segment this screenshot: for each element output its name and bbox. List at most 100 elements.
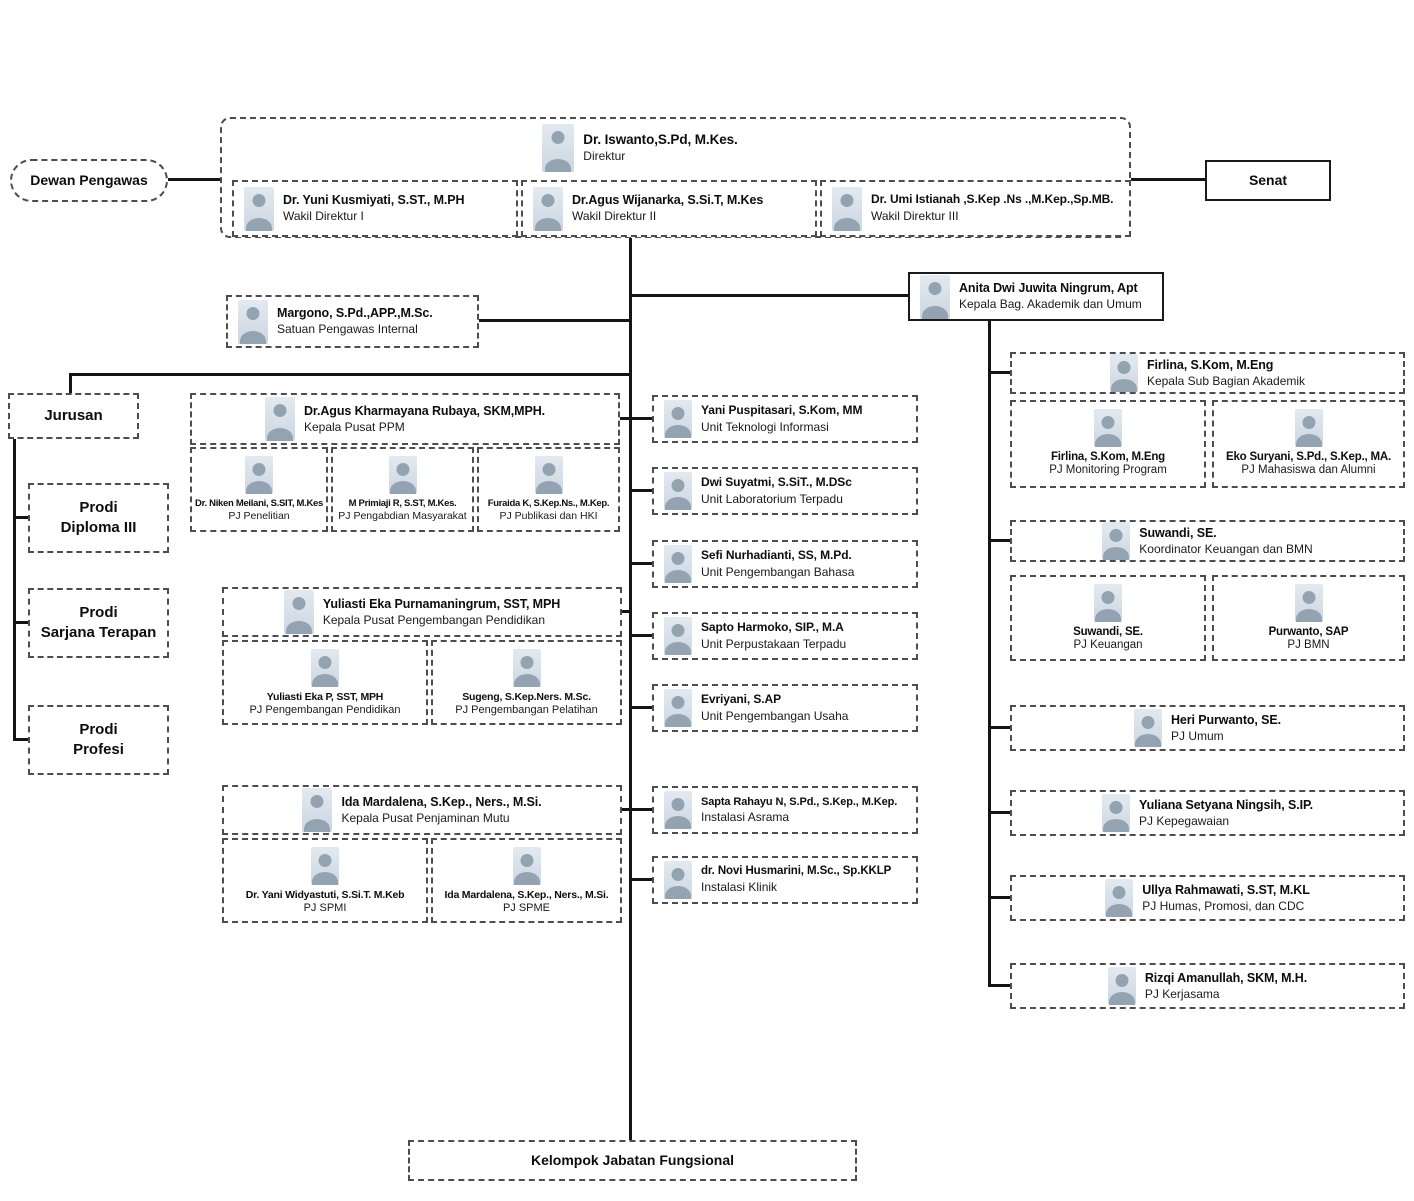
person-photo	[664, 472, 692, 510]
person-photo	[664, 617, 692, 655]
person-role: PJ Kerjasama	[1144, 986, 1220, 1001]
person-name: Margono, S.Pd.,APP.,M.Sc.	[277, 306, 433, 321]
person-photo	[1094, 584, 1122, 622]
connector-line	[13, 516, 28, 519]
node-pj-penelitian: Dr. Niken Meilani, S.SIT, M.Kes PJ Penel…	[190, 447, 328, 532]
person-role: Kepala Pusat PPM	[303, 419, 405, 434]
connector-line	[991, 726, 1010, 729]
prodi-label: Prodi Diploma III	[60, 498, 137, 536]
node-unit-pengembangan-usaha: Evriyani, S.AP Unit Pengembangan Usaha	[652, 684, 918, 732]
person-name: Sapto Harmoko, SIP., M.A	[701, 619, 844, 634]
connector-line	[168, 178, 220, 181]
node-unit-perpustakaan-terpadu: Sapto Harmoko, SIP., M.A Unit Perpustaka…	[652, 612, 918, 660]
person-name: Dr.Agus Wijanarka, S.Si.T, M.Kes	[572, 193, 764, 208]
person-photo	[1105, 879, 1134, 917]
connector-line	[629, 238, 632, 1140]
connector-line	[629, 562, 652, 565]
person-role: Unit Perpustakaan Terpadu	[701, 636, 847, 651]
person-name: Yani Puspitasari, S.Kom, MM	[701, 402, 863, 417]
node-pj-mahasiswa-alumni: Eko Suryani, S.Pd., S.Kep., MA. PJ Mahas…	[1212, 400, 1405, 488]
connector-line	[1131, 178, 1205, 181]
person-photo	[664, 689, 692, 727]
person-role: PJ Kepegawaian	[1139, 813, 1230, 828]
node-pj-humas-promosi-cdc: Ullya Rahmawati, S.ST, M.KL PJ Humas, Pr…	[1010, 875, 1405, 921]
person-role: Unit Pengembangan Bahasa	[701, 564, 855, 579]
person-name: Eko Suryani, S.Pd., S.Kep., MA.	[1225, 451, 1392, 463]
person-role: PJ BMN	[1287, 639, 1330, 651]
person-role: PJ Publikasi dan HKI	[499, 510, 598, 522]
connector-line	[69, 376, 72, 393]
person-name: Firlina, S.Kom, M.Eng	[1050, 451, 1165, 463]
prodi-label: Prodi Sarjana Terapan	[40, 603, 157, 641]
person-role: PJ Umum	[1170, 728, 1224, 743]
node-instalasi-klinik: dr. Novi Husmarini, M.Sc., Sp.KKLP Insta…	[652, 856, 918, 904]
node-pj-publikasi-hki: Furaida K, S.Kep.Ns., M.Kep. PJ Publikas…	[477, 447, 620, 532]
person-photo	[1094, 409, 1122, 447]
person-name: Rizqi Amanullah, SKM, M.H.	[1144, 970, 1308, 985]
node-prodi-profesi: Prodi Profesi	[28, 705, 169, 775]
person-photo	[1294, 584, 1323, 622]
connector-line	[13, 738, 28, 741]
person-role: Wakil Direktur II	[572, 209, 657, 224]
person-photo	[533, 186, 563, 231]
node-pj-pengembangan-pelatihan: Sugeng, S.Kep.Ners. M.Sc. PJ Pengembanga…	[431, 640, 622, 725]
person-name: Heri Purwanto, SE.	[1170, 712, 1282, 727]
person-role: Satuan Pengawas Internal	[277, 322, 418, 337]
person-role: Kepala Bag. Akademik dan Umum	[959, 297, 1142, 312]
node-satuan-pengawas-internal: Margono, S.Pd.,APP.,M.Sc. Satuan Pengawa…	[226, 295, 479, 348]
connector-line	[13, 439, 16, 741]
person-role: Wakil Direktur I	[283, 209, 364, 224]
node-prodi-diploma-iii: Prodi Diploma III	[28, 483, 169, 553]
person-photo	[311, 649, 339, 687]
node-kelompok-jabatan-fungsional: Kelompok Jabatan Fungsional	[408, 1140, 857, 1181]
person-role: Koordinator Keuangan dan BMN	[1139, 541, 1313, 556]
person-name: Furaida K, S.Kep.Ns., M.Kep.	[487, 498, 610, 509]
person-role: PJ Pengembangan Pelatihan	[455, 704, 598, 716]
person-name: Dwi Suyatmi, S.SiT., M.DSc	[701, 474, 852, 489]
connector-line	[991, 371, 1010, 374]
person-photo	[920, 274, 950, 319]
node-pj-bmn: Purwanto, SAP PJ BMN	[1212, 575, 1405, 661]
node-pj-pengabdian-masyarakat: M Primiaji R, S.ST, M.Kes. PJ Pengabdian…	[331, 447, 474, 532]
node-unit-pengembangan-bahasa: Sefi Nurhadianti, SS, M.Pd. Unit Pengemb…	[652, 540, 918, 588]
person-photo	[311, 847, 339, 885]
person-name: Dr. Niken Meilani, S.SIT, M.Kes	[195, 498, 323, 509]
node-unit-laboratorium-terpadu: Dwi Suyatmi, S.SiT., M.DSc Unit Laborato…	[652, 467, 918, 515]
person-photo	[388, 456, 417, 494]
connector-line	[629, 706, 652, 709]
connector-line	[622, 808, 652, 811]
person-photo	[542, 124, 575, 172]
node-wakil-direktur-3: Dr. Umi Istianah ,S.Kep .Ns .,M.Kep.,Sp.…	[820, 180, 1131, 237]
person-name: Firlina, S.Kom, M.Eng	[1146, 357, 1274, 372]
person-role: Unit Laboratorium Terpadu	[701, 491, 843, 506]
connector-line	[620, 417, 652, 420]
person-photo	[832, 186, 862, 231]
person-photo	[1133, 709, 1162, 747]
jurusan-label: Jurusan	[44, 406, 103, 424]
person-photo	[664, 791, 692, 829]
person-photo	[664, 400, 692, 438]
dewan-pengawas-label: Dewan Pengawas	[30, 172, 148, 189]
prodi-label: Prodi Profesi	[73, 720, 124, 758]
person-name: Sugeng, S.Kep.Ners. M.Sc.	[462, 691, 591, 703]
person-name: M Primiaji R, S.ST, M.Kes.	[348, 498, 457, 509]
node-wakil-direktur-2: Dr.Agus Wijanarka, S.Si.T, M.Kes Wakil D…	[521, 180, 817, 237]
node-direktur: Dr. Iswanto,S.Pd, M.Kes. Direktur	[450, 121, 830, 175]
connector-line	[629, 878, 652, 881]
person-photo	[512, 649, 541, 687]
person-name: Purwanto, SAP	[1268, 626, 1349, 638]
person-name: Dr. Umi Istianah ,S.Kep .Ns .,M.Kep.,Sp.…	[871, 192, 1114, 207]
person-name: Dr. Yani Widyastuti, S.Si.T. M.Keb	[245, 889, 405, 901]
person-role: Wakil Direktur III	[871, 209, 959, 223]
person-role: PJ Penelitian	[228, 510, 290, 522]
node-pj-pengembangan-pendidikan: Yuliasti Eka P, SST, MPH PJ Pengembangan…	[222, 640, 428, 725]
connector-line	[13, 621, 28, 624]
connector-line	[69, 373, 631, 376]
connector-line	[991, 896, 1010, 899]
person-photo	[1102, 794, 1131, 832]
node-pj-keuangan: Suwandi, SE. PJ Keuangan	[1010, 575, 1206, 661]
person-role: PJ SPME	[502, 902, 551, 914]
person-photo	[1109, 354, 1138, 392]
connector-line	[622, 610, 632, 613]
